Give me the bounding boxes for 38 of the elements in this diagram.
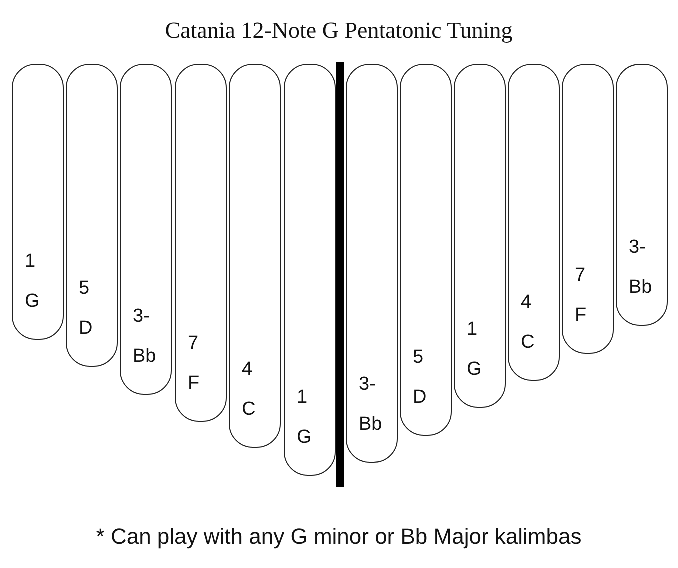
tine-key	[454, 64, 506, 408]
tine-key	[400, 64, 452, 436]
note-name: Bb	[358, 414, 384, 436]
scale-degree: 4	[241, 359, 254, 381]
note-name: F	[187, 373, 201, 395]
note-name: C	[241, 399, 257, 421]
scale-degree: 7	[187, 333, 200, 355]
note-name: G	[466, 359, 483, 381]
tine-key	[66, 64, 118, 367]
note-name: G	[24, 291, 41, 313]
tine-key	[175, 64, 227, 422]
footnote: * Can play with any G minor or Bb Major kalimbas	[96, 524, 582, 550]
scale-degree: 5	[412, 347, 425, 369]
tine-key	[508, 64, 560, 381]
tine-key	[120, 64, 172, 395]
note-name: Bb	[628, 277, 654, 299]
note-name: Bb	[132, 346, 158, 368]
scale-degree: 3-	[358, 374, 377, 396]
scale-degree: 5	[78, 278, 91, 300]
scale-degree: 3-	[628, 237, 647, 259]
note-name: C	[520, 332, 536, 354]
scale-degree: 7	[574, 265, 587, 287]
tine-key	[284, 64, 336, 476]
tine-key	[616, 64, 668, 326]
scale-degree: 3-	[132, 306, 151, 328]
scale-degree: 1	[466, 319, 479, 341]
scale-degree: 1	[24, 251, 37, 273]
note-name: D	[412, 387, 428, 409]
scale-degree: 4	[520, 292, 533, 314]
title: Catania 12-Note G Pentatonic Tuning	[165, 18, 513, 44]
note-name: D	[78, 318, 94, 340]
note-name: G	[296, 427, 313, 449]
tine-key	[346, 64, 398, 463]
tine-key	[12, 64, 64, 340]
tine-key	[229, 64, 281, 448]
note-name: F	[574, 305, 588, 327]
tine-key	[562, 64, 614, 354]
scale-degree: 1	[296, 387, 309, 409]
